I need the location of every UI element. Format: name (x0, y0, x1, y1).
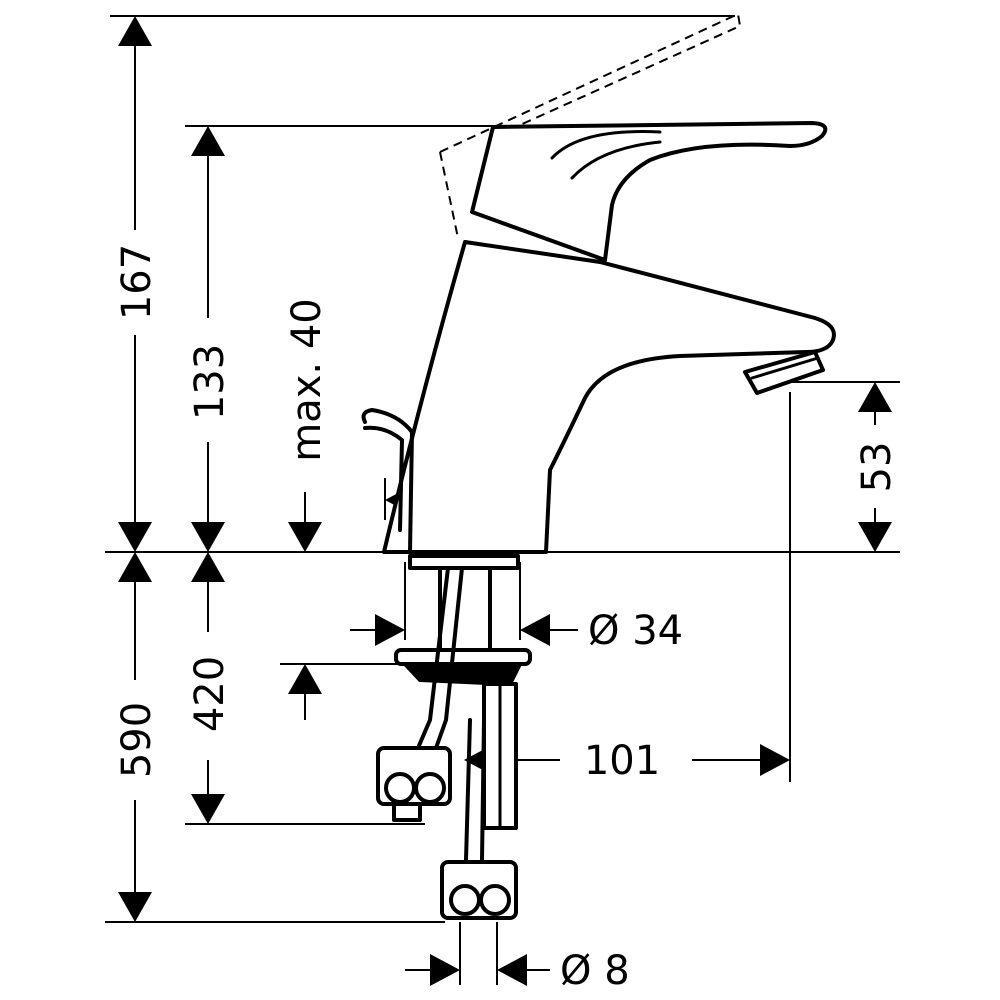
aerator (743, 350, 825, 395)
dimension-label-max-40: max. 40 (284, 298, 330, 461)
dimension-max-40: max. 40 (284, 298, 330, 552)
dimension-133: 133 (187, 126, 233, 552)
dimension-53: 53 (854, 382, 900, 552)
lever-raised-outline (439, 12, 742, 153)
dimension-label-167: 167 (114, 244, 160, 320)
lever-highlight (550, 130, 662, 160)
dimension-label-53: 53 (854, 442, 900, 493)
dimension-diameter-8: Ø 8 (405, 948, 630, 994)
dimension-590: 590 (114, 552, 160, 922)
dimension-label-133: 133 (187, 344, 233, 420)
dimension-label-101: 101 (584, 738, 660, 784)
hose-left (416, 566, 450, 750)
connector-left (376, 746, 452, 822)
pop-up-rod (361, 408, 414, 554)
mounting-plate (408, 554, 520, 570)
faucet-body (361, 12, 836, 554)
hose-right (464, 718, 472, 862)
dimension-label-diameter-8: Ø 8 (560, 948, 630, 994)
faucet-main-body (382, 240, 836, 554)
lever-highlight-2 (570, 140, 662, 180)
connector-bottom (440, 860, 518, 920)
dimension-167: 167 (114, 16, 160, 552)
dimension-label-420: 420 (187, 656, 233, 732)
faucet-underside (376, 554, 532, 920)
mounting-nut (394, 648, 532, 666)
dimension-diameter-34: Ø 34 (350, 608, 683, 654)
dimension-420: 420 (187, 552, 322, 824)
dimension-label-590: 590 (114, 702, 160, 778)
lever-raised-front (439, 151, 459, 239)
dimension-label-diameter-34: Ø 34 (588, 608, 683, 654)
lever (470, 121, 828, 262)
nut-hatch (403, 662, 522, 686)
